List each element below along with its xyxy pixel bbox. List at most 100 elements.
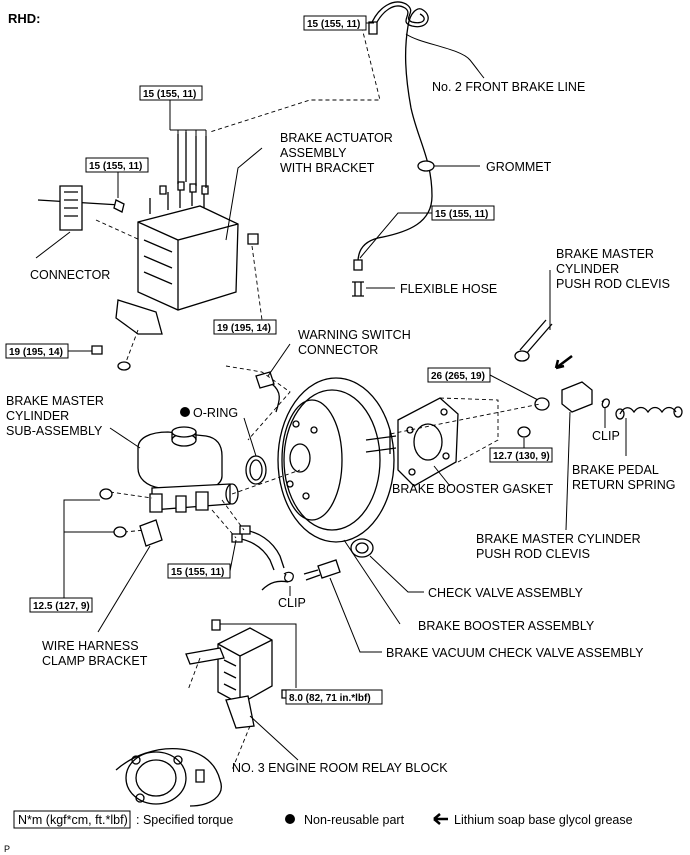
legend-nonreusable-dot bbox=[285, 814, 295, 824]
legend-torque-box-text: N*m (kgf*cm, ft.*lbf) bbox=[18, 813, 128, 827]
check-valve-leader bbox=[369, 555, 424, 593]
master-cylinder-sub-assembly bbox=[137, 426, 239, 513]
torque-clevis-nut-text: 26 (265, 19) bbox=[431, 371, 485, 382]
vacuum-valve-label: BRAKE VACUUM CHECK VALVE ASSEMBLY bbox=[386, 646, 644, 660]
warning-switch-label-1: WARNING SWITCH bbox=[298, 328, 411, 342]
master-cyl-nut-upper bbox=[99, 488, 113, 500]
wire-harness-label-2: CLAMP BRACKET bbox=[42, 654, 148, 668]
o-ring-nonreusable-dot bbox=[180, 407, 190, 417]
grommet-part bbox=[417, 160, 435, 172]
mounting-base-part bbox=[115, 747, 222, 807]
clevis-bottom-label-1: BRAKE MASTER CYLINDER bbox=[476, 532, 641, 546]
brake-booster-gasket-part bbox=[397, 397, 459, 487]
connector-label: CONNECTOR bbox=[30, 268, 110, 282]
master-cyl-nut-dash bbox=[109, 491, 153, 533]
grease-arrow-marker bbox=[554, 355, 573, 370]
torque-booster-nut-text: 12.7 (130, 9) bbox=[493, 451, 550, 462]
actuator-label-3: WITH BRACKET bbox=[280, 161, 375, 175]
wire-harness-bracket-part bbox=[139, 519, 163, 547]
clevis-top-label-2: CYLINDER bbox=[556, 262, 619, 276]
flexible-hose-label: FLEXIBLE HOSE bbox=[400, 282, 497, 296]
clevis-bottom-leader bbox=[565, 411, 571, 531]
master-cyl-leader bbox=[109, 427, 141, 449]
clip-right-label: CLIP bbox=[592, 429, 620, 443]
torque-top-text: 15 (155, 11) bbox=[307, 19, 360, 30]
warning-switch-connector-part bbox=[255, 371, 280, 413]
warning-switch-leader bbox=[267, 343, 291, 377]
torque-box-relay bbox=[285, 689, 383, 705]
legend-grease-arrow bbox=[433, 813, 448, 825]
torque-actuator-left-text: 15 (155, 11) bbox=[89, 161, 142, 172]
master-cyl-label-2: CYLINDER bbox=[6, 409, 69, 423]
legend-grease-text: Lithium soap base glycol grease bbox=[454, 813, 633, 827]
torque-master-nuts-text: 12.5 (127, 9) bbox=[33, 601, 90, 612]
booster-nut bbox=[517, 426, 531, 438]
vacuum-valve-leader bbox=[329, 577, 382, 653]
actuator-leader bbox=[225, 147, 263, 241]
clevis-nut-leader bbox=[489, 374, 539, 401]
gasket-leader bbox=[433, 465, 451, 487]
connector-leader bbox=[35, 231, 71, 259]
gasket-label: BRAKE BOOSTER GASKET bbox=[392, 482, 554, 496]
torque-box-actuator-left bbox=[85, 157, 149, 173]
torque-master-lines-text: 15 (155, 11) bbox=[171, 567, 224, 578]
flexible-hose-part bbox=[352, 281, 364, 297]
clevis-nut bbox=[534, 397, 550, 411]
master-cyl-label-3: SUB-ASSEMBLY bbox=[6, 424, 103, 438]
legend-nonreusable-text: Non-reusable part bbox=[304, 813, 405, 827]
master-cyl-nut-lower bbox=[113, 526, 127, 538]
push-rod-clevis-top bbox=[514, 319, 553, 362]
torque-relay-text: 8.0 (82, 71 in.*lbf) bbox=[289, 693, 371, 704]
actuator-label-1: BRAKE ACTUATOR bbox=[280, 131, 393, 145]
clevis-bottom-label-2: PUSH ROD CLEVIS bbox=[476, 547, 590, 561]
push-rod-clevis-bottom bbox=[561, 381, 593, 413]
torque-box-bracket-right bbox=[213, 319, 277, 335]
master-nuts-leader bbox=[63, 499, 114, 598]
booster-assembly-label: BRAKE BOOSTER ASSEMBLY bbox=[418, 619, 595, 633]
connector-dash bbox=[95, 219, 141, 241]
actuator-label-2: ASSEMBLY bbox=[280, 146, 347, 160]
master-cyl-dash bbox=[231, 469, 301, 495]
check-valve-label: CHECK VALVE ASSEMBLY bbox=[428, 586, 584, 600]
clevis-top-label-1: BRAKE MASTER bbox=[556, 247, 654, 261]
relay-dash bbox=[187, 657, 251, 771]
legend-torque-box bbox=[13, 810, 131, 829]
master-cyl-brake-lines bbox=[231, 525, 294, 591]
actuator-bracket-nut bbox=[117, 361, 131, 371]
wire-harness-label-1: WIRE HARNESS bbox=[42, 639, 139, 653]
actuator-bolt-dash bbox=[251, 245, 263, 321]
front-brake-line bbox=[353, 1, 433, 271]
torque-actuator-top-text: 15 (155, 11) bbox=[143, 89, 196, 100]
warning-switch-label-2: CONNECTOR bbox=[298, 343, 378, 357]
brake-booster-assembly bbox=[277, 377, 397, 543]
legend-torque-text: : Specified torque bbox=[136, 813, 233, 827]
clip-left-label: CLIP bbox=[278, 596, 306, 610]
check-valve-part bbox=[350, 538, 374, 558]
pedal-spring-label-2: RETURN SPRING bbox=[572, 478, 675, 492]
header-label: RHD: bbox=[8, 11, 41, 26]
torque-line-mid-text: 15 (155, 11) bbox=[435, 209, 488, 220]
clip-right-part bbox=[601, 398, 610, 409]
front-brake-line-label: No. 2 FRONT BRAKE LINE bbox=[432, 80, 585, 94]
booster-clevis-dash bbox=[369, 403, 541, 439]
master-lines-dash bbox=[211, 499, 245, 539]
actuator-bracket-bolt bbox=[91, 345, 103, 355]
wire-harness-leader bbox=[97, 545, 151, 633]
relay-label: NO. 3 ENGINE ROOM RELAY BLOCK bbox=[232, 761, 448, 775]
torque-box-actuator-top bbox=[139, 85, 203, 101]
o-ring-label: O-RING bbox=[193, 406, 238, 420]
actuator-nut-dash bbox=[125, 329, 139, 363]
brake-actuator-assembly bbox=[37, 132, 259, 335]
page-code: P bbox=[4, 844, 10, 854]
relay-bolt-leader bbox=[220, 623, 297, 688]
torque-box-booster-nut bbox=[489, 447, 553, 463]
o-ring-part bbox=[245, 455, 267, 485]
torque-box-master-nuts bbox=[29, 597, 93, 613]
gasket-dash bbox=[439, 397, 499, 463]
clevis-top-label-3: PUSH ROD CLEVIS bbox=[556, 277, 670, 291]
relay-leader bbox=[249, 715, 299, 761]
actuator-line-dash bbox=[209, 19, 381, 133]
torque-bracket-right-text: 19 (195, 14) bbox=[217, 323, 271, 334]
